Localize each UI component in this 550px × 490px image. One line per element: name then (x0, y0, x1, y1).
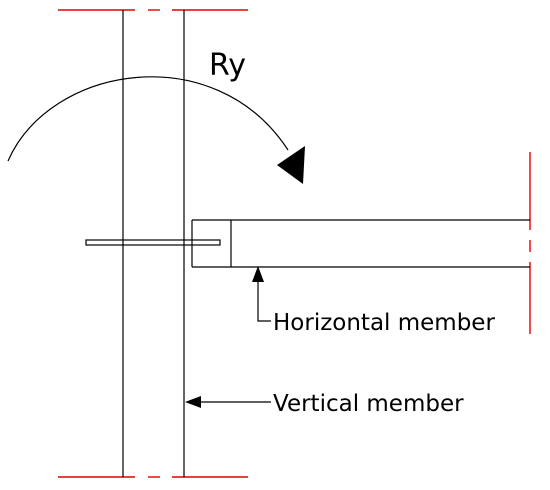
vertical-member (122, 10, 185, 477)
connector-plate (85, 239, 221, 246)
horizontal-member-leader (252, 266, 271, 322)
horizontal-member (191, 219, 530, 268)
vertical-member-arrowhead (185, 396, 201, 408)
rotation-label: Ry (209, 48, 246, 83)
horizontal-member-label: Horizontal member (273, 310, 495, 336)
horizontal-member-arrowhead (252, 266, 264, 282)
rotation-arrowhead (277, 146, 305, 184)
rotation-arrow (7, 76, 305, 184)
vertical-member-leader (185, 396, 271, 408)
rotation-arc (7, 76, 289, 162)
vertical-member-label: Vertical member (273, 391, 464, 417)
